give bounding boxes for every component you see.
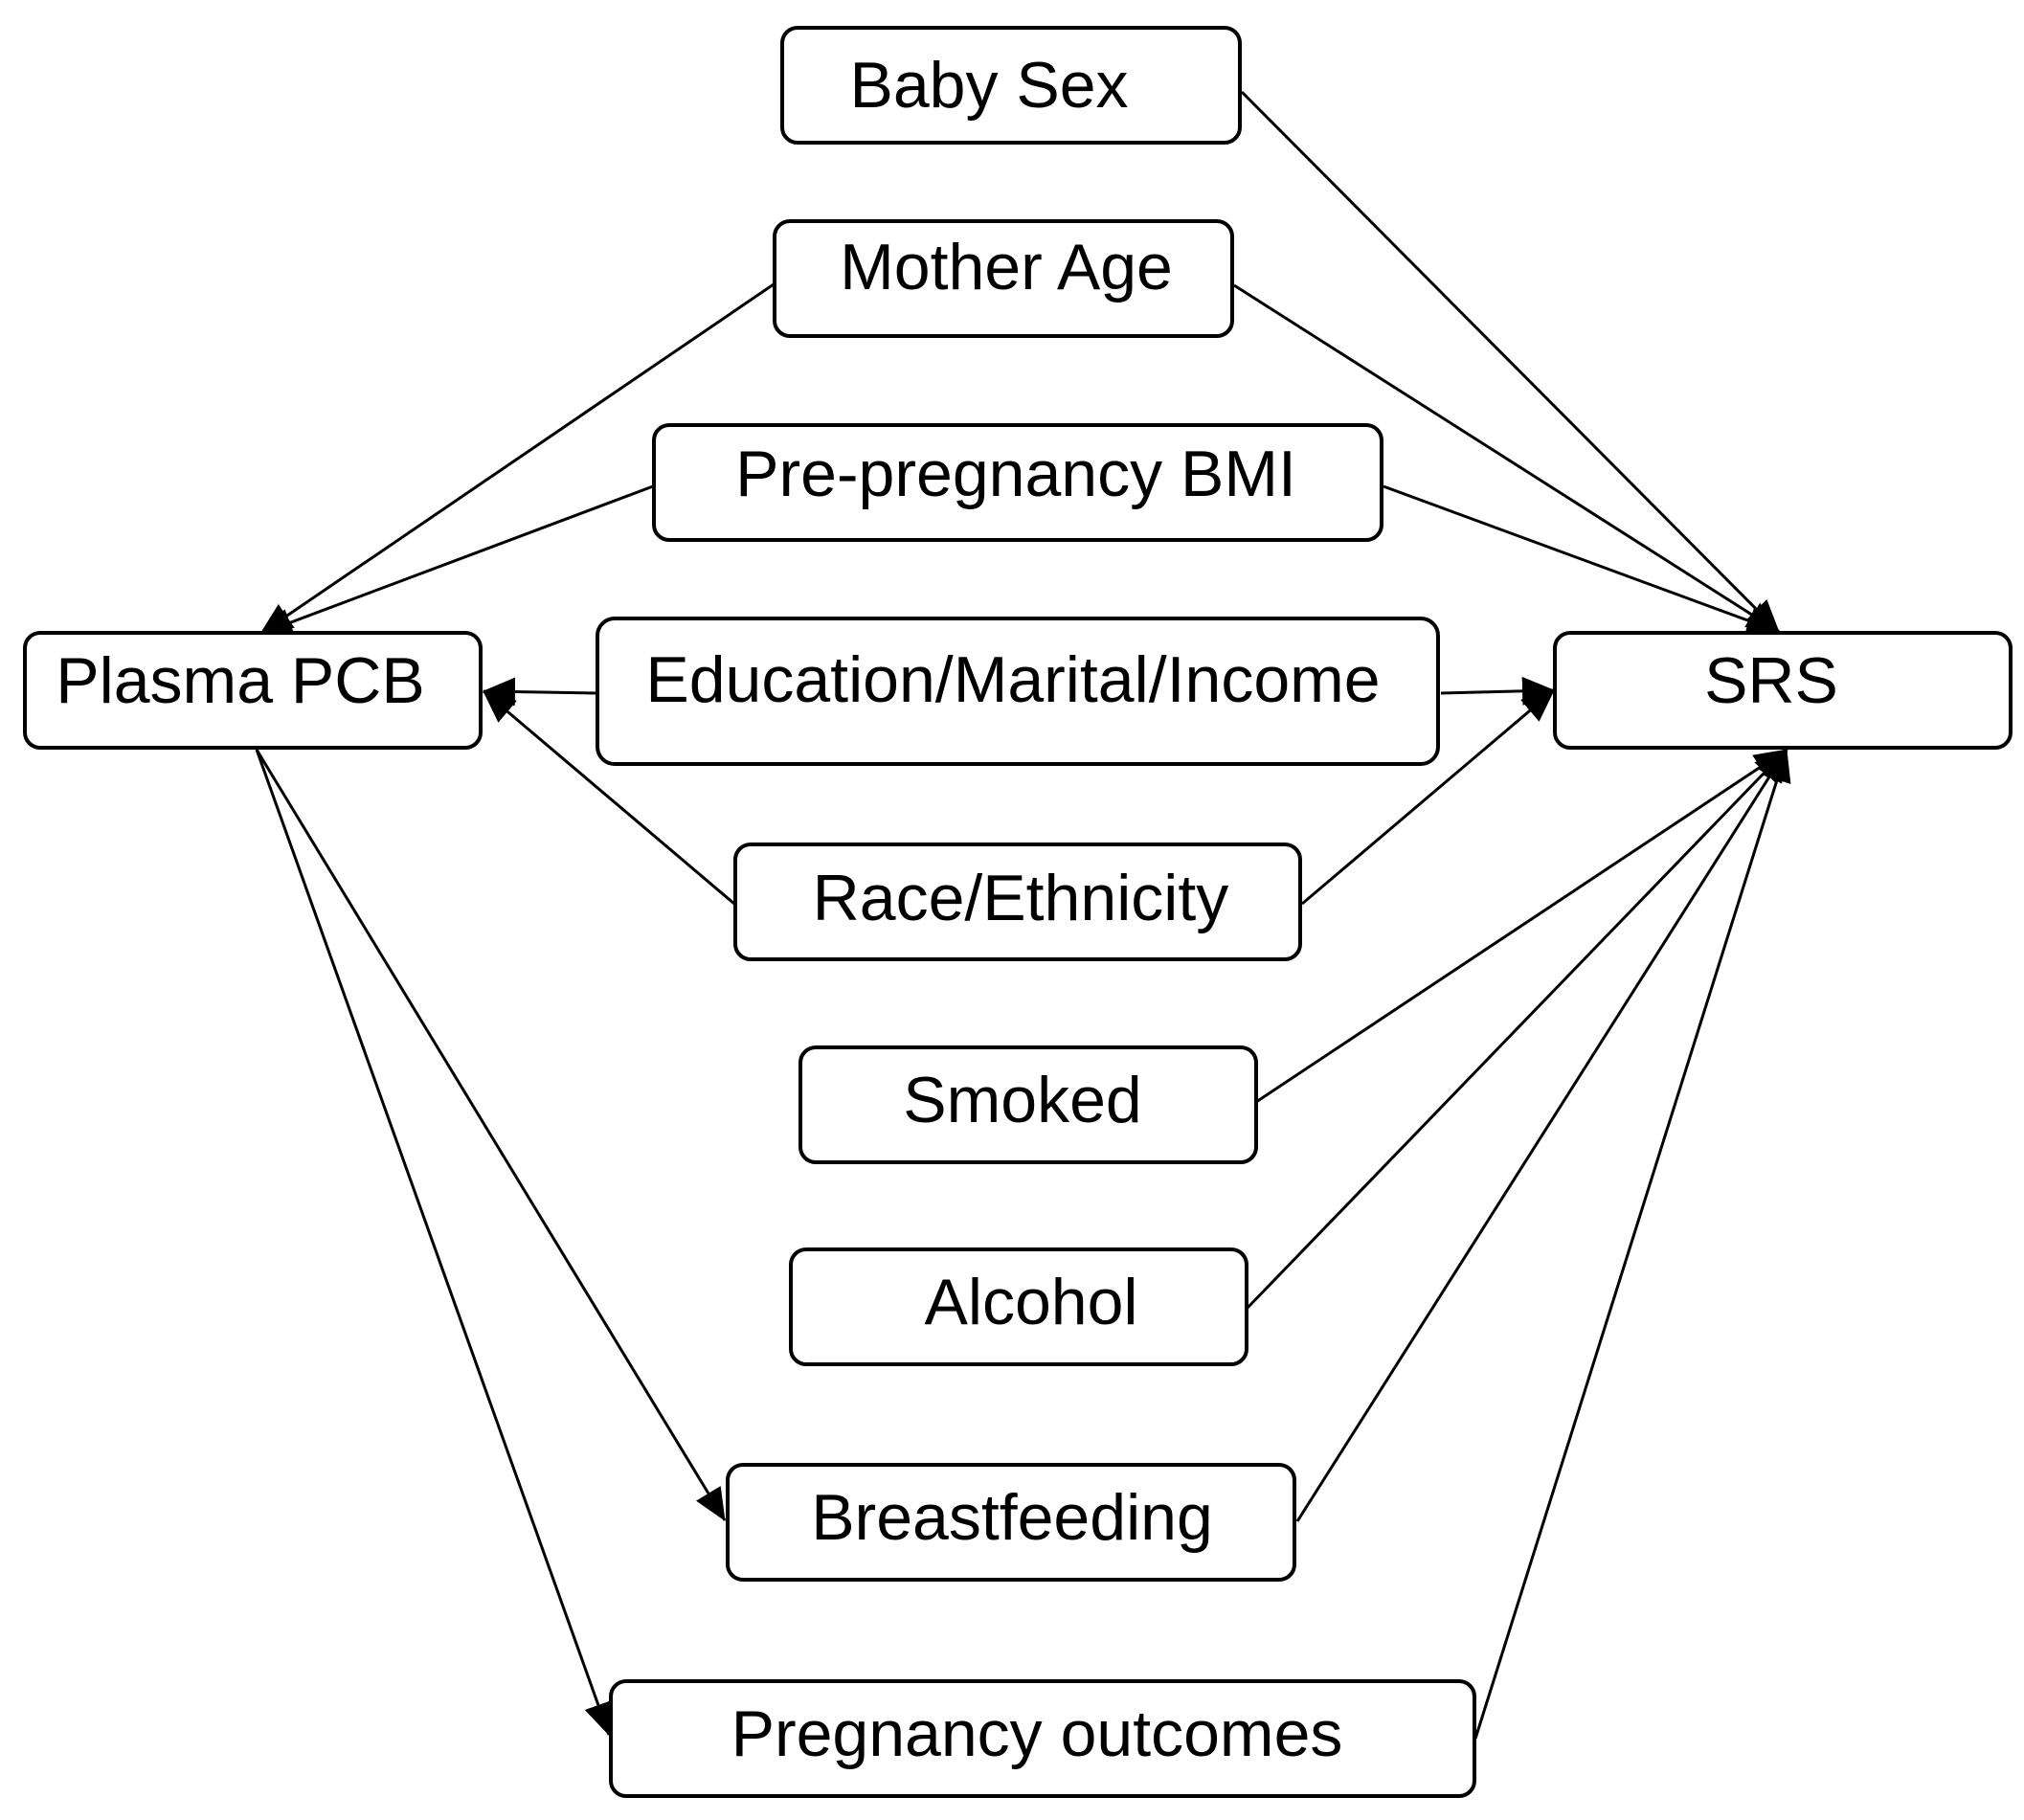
edges-layer	[255, 90, 1791, 1740]
edge-pregnancy-outcomes-to-srs	[1473, 749, 1791, 1740]
edge-breastfeeding-to-srs	[1295, 749, 1788, 1522]
edge-race-to-plasma-pcb	[483, 689, 735, 906]
edge-education-to-plasma-pcb	[483, 677, 597, 707]
node-smoked-label: Smoked	[903, 1064, 1141, 1136]
node-pre-pregnancy-bmi-label: Pre-pregnancy BMI	[735, 438, 1296, 510]
node-mother-age-label: Mother Age	[840, 231, 1173, 303]
edge-baby-sex-to-srs	[1240, 90, 1781, 634]
node-mother-age: Mother Age	[773, 219, 1234, 338]
edge-plasma-pcb-to-pregnancy-outcomes	[255, 749, 613, 1736]
node-plasma-pcb: Plasma PCB	[23, 631, 483, 750]
edge-race-to-srs	[1301, 688, 1555, 906]
node-alcohol: Alcohol	[789, 1247, 1248, 1366]
edge-smoked-to-srs	[1255, 748, 1788, 1104]
node-baby-sex: Baby Sex	[780, 26, 1242, 145]
node-breastfeeding-label: Breastfeeding	[811, 1481, 1213, 1554]
node-srs-label: SRS	[1704, 644, 1838, 717]
node-srs: SRS	[1553, 631, 2013, 750]
node-education: Education/Marital/Income	[596, 617, 1440, 766]
edge-pre-pregnancy-bmi-to-plasma-pcb	[259, 484, 654, 637]
node-alcohol-label: Alcohol	[924, 1266, 1137, 1338]
edge-pre-pregnancy-bmi-to-srs	[1383, 484, 1780, 635]
node-race-ethnicity: Race/Ethnicity	[733, 843, 1302, 961]
node-plasma-pcb-label: Plasma PCB	[56, 644, 424, 717]
node-breastfeeding: Breastfeeding	[726, 1463, 1296, 1582]
edge-alcohol-to-srs	[1246, 748, 1788, 1310]
node-baby-sex-label: Baby Sex	[849, 49, 1128, 122]
node-education-label: Education/Marital/Income	[645, 643, 1380, 716]
edge-plasma-pcb-to-breastfeeding	[255, 749, 727, 1521]
node-pregnancy-outcomes: Pregnancy outcomes	[609, 1679, 1476, 1798]
node-pregnancy-outcomes-label: Pregnancy outcomes	[731, 1697, 1343, 1770]
edge-mother-age-to-srs	[1233, 283, 1780, 634]
edge-mother-age-to-plasma-pcb	[259, 282, 775, 636]
node-pre-pregnancy-bmi: Pre-pregnancy BMI	[652, 423, 1383, 542]
node-race-ethnicity-label: Race/Ethnicity	[813, 862, 1229, 934]
node-smoked: Smoked	[798, 1045, 1258, 1164]
edge-education-to-srs	[1440, 676, 1555, 706]
